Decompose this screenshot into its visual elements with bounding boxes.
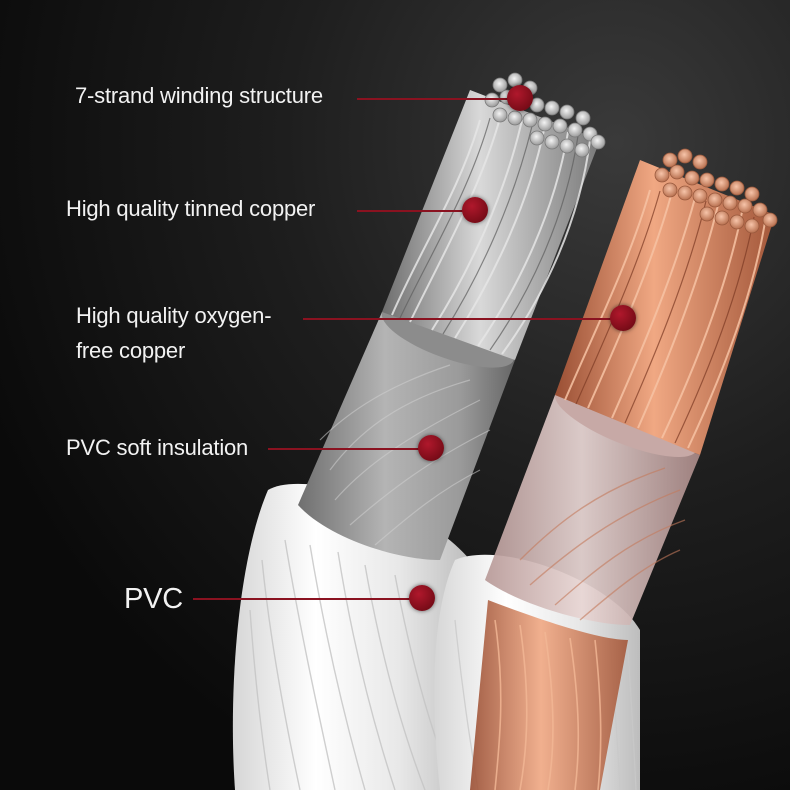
conductor-copper	[555, 148, 778, 455]
conductor-copper-lower	[470, 600, 628, 790]
callout-sheath-leader	[193, 598, 413, 600]
callout-insulation-label: PVC soft insulation	[66, 435, 249, 460]
callout-winding-label: 7-strand winding structure	[75, 83, 323, 108]
callout-tinned-label: High quality tinned copper	[66, 196, 316, 221]
red-dot-icon	[418, 435, 444, 461]
callout-sheath-label: PVC	[124, 583, 184, 615]
sheath-left	[232, 483, 470, 790]
red-dot-icon	[409, 585, 435, 611]
callout-ofc-leader	[303, 318, 613, 320]
callout-tinned-leader	[357, 210, 467, 212]
callout-insulation-leader	[268, 448, 420, 450]
callout-ofc-label-line2: free copper	[76, 338, 186, 363]
conductor-tinned	[382, 72, 606, 360]
callout-winding-leader	[357, 98, 512, 100]
callout-ofc-label-line1: High quality oxygen-	[76, 303, 272, 328]
red-dot-icon	[462, 197, 488, 223]
red-dot-icon	[507, 85, 533, 111]
red-dot-icon	[610, 305, 636, 331]
